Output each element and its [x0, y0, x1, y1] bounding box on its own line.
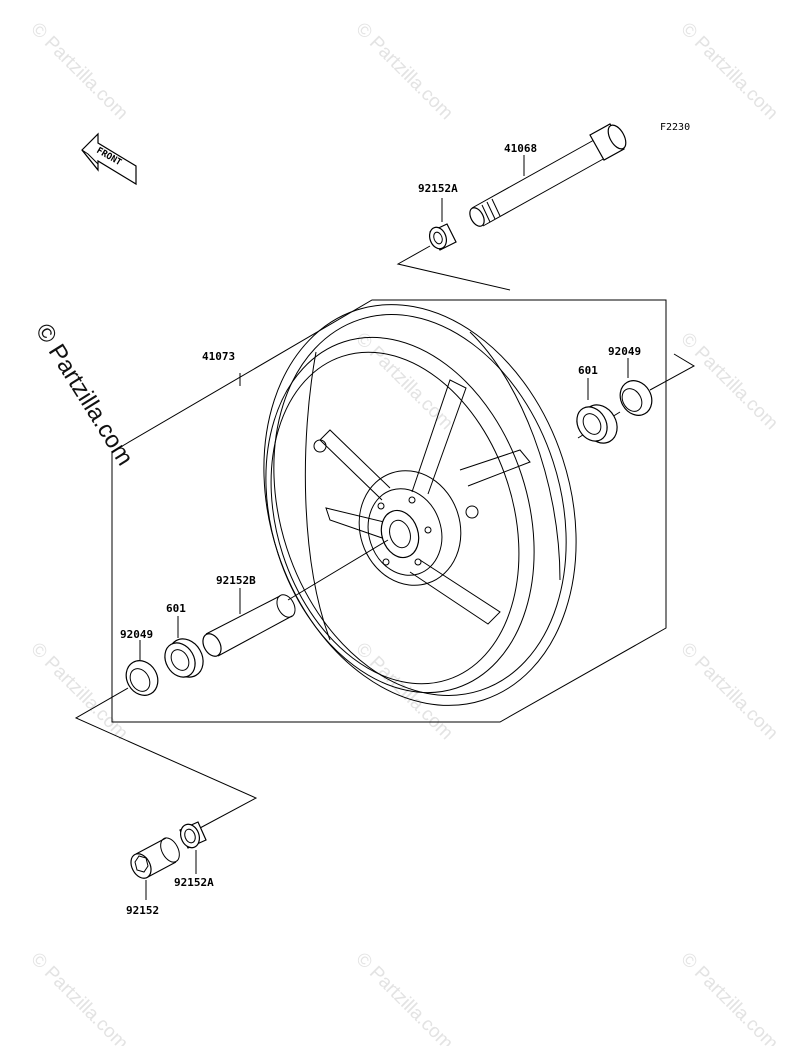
label-601-left: 601 [166, 602, 186, 615]
watermark: © Partzilla.com [676, 949, 781, 1046]
watermark: © Partzilla.com [676, 639, 781, 744]
watermark: © Partzilla.com [351, 949, 456, 1046]
watermark: © Partzilla.com [676, 19, 781, 124]
watermark: © Partzilla.com [26, 949, 131, 1046]
diagram-code: F2230 [660, 122, 690, 133]
part-92152B-spacer[interactable]: 92152B [199, 574, 298, 659]
watermark-main: © Partzilla.com [30, 319, 139, 470]
watermark: © Partzilla.com [676, 329, 781, 434]
watermark: © Partzilla.com [26, 19, 131, 124]
part-92152-collar[interactable]: 92152 [126, 835, 183, 917]
part-41068-axle[interactable]: 41068 [467, 122, 630, 228]
label-41073: 41073 [202, 350, 235, 363]
assembly-line-top [396, 245, 511, 291]
label-92152A-bottom: 92152A [174, 876, 214, 889]
label-601-right: 601 [578, 364, 598, 377]
label-92152A-top: 92152A [418, 182, 458, 195]
label-92152B: 92152B [216, 574, 256, 587]
axle-centerline [287, 539, 389, 601]
watermark: © Partzilla.com [26, 639, 131, 744]
label-92049-left: 92049 [120, 628, 153, 641]
assembly-frame [111, 299, 667, 723]
part-92152A-bottom-collar[interactable]: 92152A [174, 821, 214, 889]
label-41068: 41068 [504, 142, 537, 155]
part-41073-wheel[interactable]: 41073 [202, 264, 626, 747]
assembly-line-right [649, 353, 696, 391]
label-92049-right: 92049 [608, 345, 641, 358]
part-601-right-bearing[interactable]: 601 [571, 364, 624, 449]
watermark: © Partzilla.com [351, 19, 456, 124]
label-92152: 92152 [126, 904, 159, 917]
assembly-line-left [74, 687, 258, 829]
part-92049-left-seal[interactable]: 92049 [120, 628, 164, 701]
front-arrow-icon: FRONT [81, 132, 137, 186]
part-92049-right-seal[interactable]: 92049 [608, 345, 658, 421]
part-92152A-top-collar[interactable]: 92152A [418, 182, 458, 251]
part-601-left-bearing[interactable]: 601 [159, 602, 210, 683]
